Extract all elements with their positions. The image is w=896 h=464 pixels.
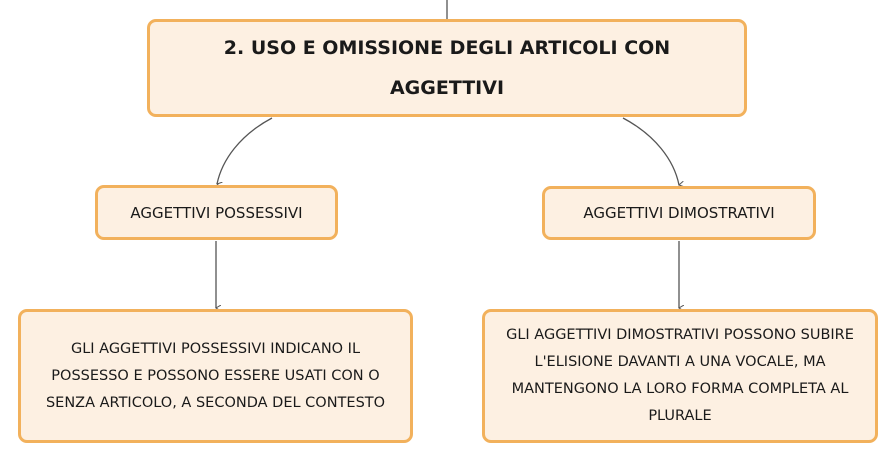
- connector-root-to-left-branch: [217, 117, 273, 184]
- branch-label-dimostrativi: AGGETTIVI DIMOSTRATIVI: [583, 204, 775, 222]
- detail-node-possessivi[interactable]: GLI AGGETTIVI POSSESSIVI INDICANO IL POS…: [18, 309, 413, 443]
- branch-node-aggettivi-dimostrativi[interactable]: AGGETTIVI DIMOSTRATIVI: [542, 186, 816, 240]
- connector-root-to-right-branch: [622, 117, 679, 185]
- branch-label-possessivi: AGGETTIVI POSSESSIVI: [130, 203, 303, 222]
- detail-node-dimostrativi[interactable]: GLI AGGETTIVI DIMOSTRATIVI POSSONO SUBIR…: [482, 309, 878, 443]
- branch-node-aggettivi-possessivi[interactable]: AGGETTIVI POSSESSIVI: [95, 185, 338, 240]
- root-topic-title: 2. USO E OMISSIONE DEGLI ARTICOLI CON AG…: [223, 37, 671, 99]
- detail-text-possessivi: GLI AGGETTIVI POSSESSIVI INDICANO IL POS…: [45, 340, 386, 411]
- detail-text-dimostrativi: GLI AGGETTIVI DIMOSTRATIVI POSSONO SUBIR…: [506, 327, 854, 424]
- root-topic-node[interactable]: 2. USO E OMISSIONE DEGLI ARTICOLI CON AG…: [147, 19, 747, 117]
